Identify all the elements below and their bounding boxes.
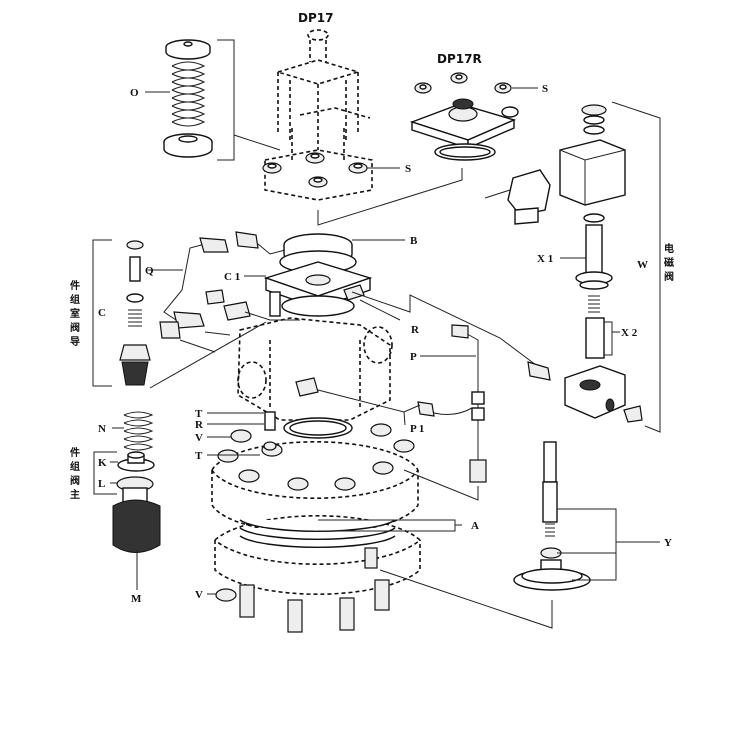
hex-nut-icon	[217, 449, 239, 463]
title-dp17r: DP17R	[437, 52, 482, 66]
label-p: P	[410, 351, 417, 363]
label-x1: X 1	[537, 253, 553, 265]
valve-body	[211, 317, 422, 595]
label-s-mid: S	[405, 163, 411, 175]
tube-q	[159, 231, 259, 339]
svg-text:电: 电	[664, 242, 674, 255]
main-valve-parts	[112, 411, 161, 590]
hex-nut-icon	[238, 469, 260, 483]
svg-text:件: 件	[70, 446, 80, 459]
label-x2: X 2	[621, 327, 638, 339]
hex-nut-icon	[287, 477, 309, 491]
label-v-lower: V	[195, 589, 203, 601]
svg-text:阀: 阀	[664, 270, 674, 283]
label-o: O	[130, 87, 139, 99]
spring-assembly-o	[163, 39, 213, 158]
svg-text:导: 导	[70, 336, 80, 348]
label-t-lower: T	[195, 450, 203, 462]
hex-nut-icon	[393, 439, 415, 453]
hex-nut-icon	[334, 477, 356, 491]
svg-text:组: 组	[70, 460, 80, 473]
svg-text:组: 组	[70, 293, 80, 306]
hex-nut-icon	[494, 82, 512, 94]
label-c: C	[98, 307, 106, 319]
label-m: M	[131, 593, 142, 605]
hex-nut-icon	[348, 162, 368, 174]
stem-assembly-y	[513, 441, 591, 591]
hex-nut-icon	[450, 72, 468, 84]
group-label-pilot-chamber: 导 阀 室 组 件	[70, 279, 80, 348]
hex-nut-icon	[372, 461, 394, 475]
label-v-upper: V	[195, 432, 203, 444]
pilot-chamber-parts-c	[119, 240, 151, 386]
svg-text:室: 室	[70, 307, 80, 320]
label-y: Y	[664, 537, 672, 549]
group-label-main-valve: 主 阀 组 件	[70, 446, 80, 501]
label-b: B	[410, 235, 418, 247]
label-q: Q	[145, 265, 154, 277]
group-label-solenoid-valve: 电 磁 阀	[664, 242, 674, 283]
label-k: K	[98, 457, 107, 469]
dp17-pilot-body	[264, 29, 373, 201]
svg-text:主: 主	[70, 488, 80, 501]
tube-p	[417, 324, 551, 483]
label-a: A	[471, 520, 479, 532]
label-t-upper: T	[195, 408, 203, 420]
label-w: W	[637, 259, 648, 271]
svg-text:件: 件	[70, 279, 80, 292]
pilot-chamber-c1	[263, 261, 373, 317]
hex-nut-icon	[305, 152, 325, 164]
label-l: L	[98, 478, 105, 490]
label-r-lower: R	[195, 419, 204, 431]
seat-ring-r	[283, 417, 353, 439]
dp17r-body	[409, 98, 519, 161]
spring-icon	[171, 61, 206, 127]
dp17r-nuts	[414, 72, 512, 94]
svg-text:磁: 磁	[664, 256, 674, 269]
title-dp17: DP17	[298, 11, 333, 25]
label-s-top: S	[542, 83, 548, 95]
solenoid-valve	[484, 104, 643, 423]
hex-nut-icon	[262, 162, 282, 174]
hex-nut-icon	[230, 429, 252, 443]
fittings-body	[263, 377, 378, 569]
hex-nut-icon	[308, 176, 328, 188]
svg-text:阀: 阀	[70, 474, 80, 487]
label-c1: C 1	[224, 271, 240, 283]
bolts-v	[215, 579, 390, 633]
hex-nut-icon	[414, 82, 432, 94]
label-p1: P 1	[410, 423, 424, 435]
dp17-nuts	[262, 152, 368, 188]
hex-nut-icon	[370, 423, 392, 437]
label-n: N	[98, 423, 106, 435]
label-r-upper: R	[411, 324, 420, 336]
svg-text:阀: 阀	[70, 321, 80, 334]
